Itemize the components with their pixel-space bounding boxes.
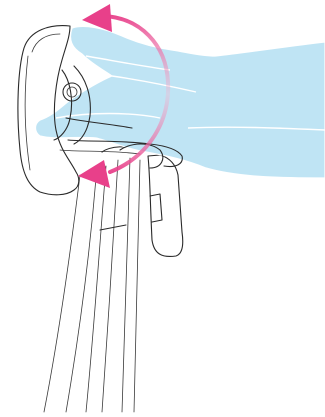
device-legs — [44, 147, 140, 412]
arrowhead-bottom — [78, 160, 110, 188]
hand-shape — [36, 26, 325, 178]
hand — [36, 26, 325, 178]
device-back-plate — [148, 155, 183, 256]
